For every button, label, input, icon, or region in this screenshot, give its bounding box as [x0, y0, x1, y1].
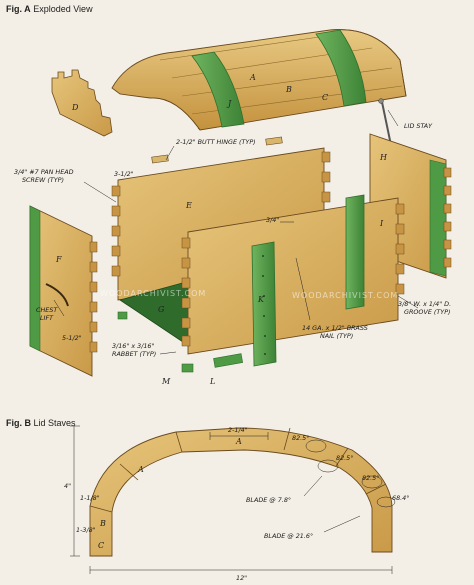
- part-g-label: G: [158, 305, 165, 314]
- fig-b-name: Lid Staves: [33, 418, 76, 428]
- butt-hinge-label: 2-1/2" BUTT HINGE (TYP): [176, 138, 256, 146]
- part-b-label: B: [285, 85, 292, 94]
- dim-side-2: 1-3/8": [76, 526, 96, 534]
- dim-width: 12": [236, 574, 247, 582]
- blade-1-label: BLADE @ 7.8°: [246, 496, 291, 504]
- lid-staves-arch: A A B C: [89, 427, 393, 557]
- part-d-label: D: [71, 103, 79, 112]
- part-m-label: M: [161, 377, 171, 386]
- part-l-label: L: [209, 377, 215, 386]
- watermark-right: WOODARCHIVIST.COM: [292, 291, 398, 300]
- brass-nail-label-1: 14 GA. x 1/2" BRASS: [302, 324, 368, 332]
- dim-angle-2: 82.5°: [336, 454, 353, 462]
- arch-part-a-left: A: [137, 465, 144, 474]
- part-h-label: H: [379, 153, 388, 162]
- front-panel-i: I: [181, 194, 405, 355]
- lid-stay-label: LID STAY: [404, 122, 433, 130]
- part-e-label: E: [185, 201, 192, 210]
- small-block-left: [117, 311, 128, 320]
- dim-angle-4: 68.4°: [392, 494, 409, 502]
- part-k-label: K: [257, 295, 265, 304]
- arch-part-a-top: A: [235, 437, 242, 446]
- dim-angle-1: 82.5°: [292, 434, 309, 442]
- part-j-label: J: [226, 99, 232, 108]
- chest-lift-label-1: CHEST: [36, 306, 58, 314]
- hinge-right: [265, 136, 283, 146]
- dim-height: 4": [64, 482, 71, 490]
- part-l-block: [213, 353, 244, 368]
- pan-head-screw-label-1: 3/4" #7 PAN HEAD: [14, 168, 74, 176]
- end-panel-f: F: [29, 205, 98, 377]
- fig-a-leaders: [53, 109, 419, 355]
- fig-b-dimension-lines: [70, 425, 396, 574]
- fig-a-name: Exploded View: [33, 4, 93, 14]
- lid-assembly: A B C J: [111, 29, 407, 131]
- part-f-label: F: [55, 255, 62, 264]
- dim-3-half-label: 3-1/2": [114, 170, 134, 178]
- dim-3-4-label: 3/4": [266, 216, 279, 224]
- fig-a-prefix: Fig. A: [6, 4, 31, 14]
- dim-top-width: 2-1/4": [228, 426, 248, 434]
- strap-k: K: [251, 241, 277, 367]
- fig-a-title: Fig. A Exploded View: [6, 4, 93, 14]
- rabbet-label-1: 3/16" x 3/16": [112, 342, 154, 350]
- watermark-left: WOODARCHIVIST.COM: [100, 289, 206, 298]
- fig-b-title: Fig. B Lid Staves: [6, 418, 76, 428]
- fig-b-prefix: Fig. B: [6, 418, 31, 428]
- arch-part-c: C: [98, 541, 104, 550]
- part-c-label: C: [322, 93, 328, 102]
- blade-2-label: BLADE @ 21.6°: [264, 532, 313, 540]
- brass-nail-label-2: NAIL (TYP): [320, 332, 353, 340]
- groove-label-2: GROOVE (TYP): [404, 308, 451, 316]
- lid-end-d: D: [51, 69, 113, 137]
- dim-5-half-label: 5-1/2": [62, 334, 82, 342]
- dim-side-1: 1-1/8": [80, 494, 100, 502]
- part-m-block: [181, 363, 194, 373]
- dim-angle-3: 82.5°: [362, 474, 379, 482]
- hinge-left: [151, 154, 169, 164]
- part-i-label: I: [379, 219, 384, 228]
- pan-head-screw-label-2: SCREW (TYP): [22, 176, 64, 184]
- groove-label-1: 3/8" W. x 1/4" D.: [398, 300, 451, 308]
- part-a-label: A: [249, 73, 256, 82]
- chest-lift-label-2: LIFT: [40, 314, 54, 322]
- arch-part-b: B: [99, 519, 106, 528]
- rabbet-label-2: RABBET (TYP): [112, 350, 156, 358]
